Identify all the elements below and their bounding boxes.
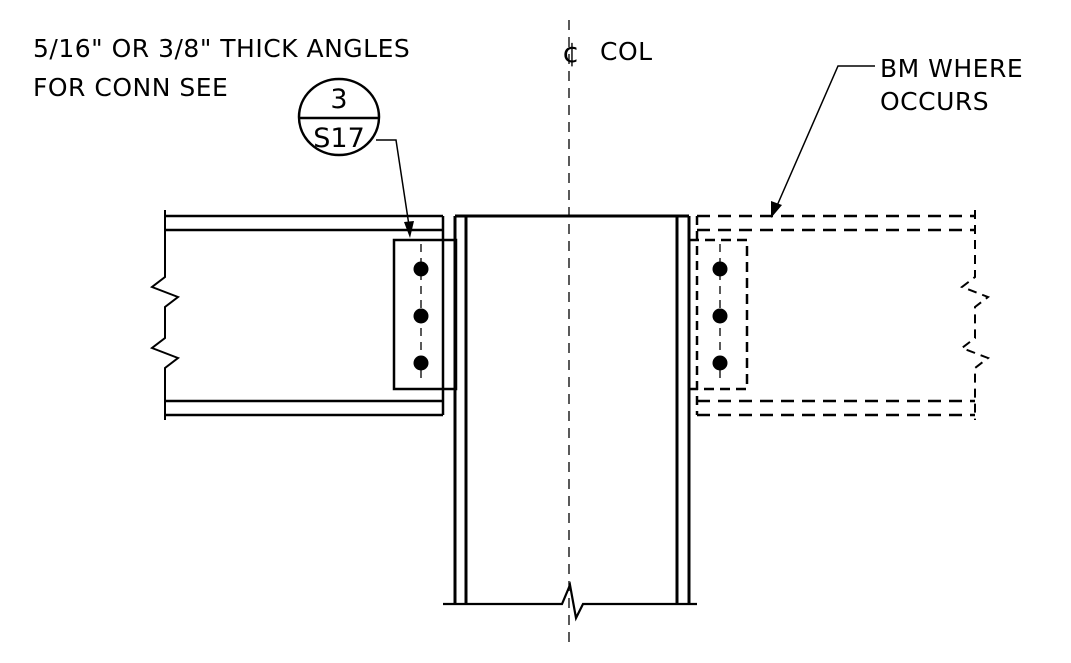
- column: [443, 214, 697, 622]
- left-connection-angle: [392, 238, 458, 391]
- angles-note-line2: FOR CONN SEE: [33, 73, 228, 102]
- bolt: [712, 308, 728, 324]
- right-connection-angle: [687, 238, 749, 391]
- angles-note-line1: 5/16" OR 3/8" THICK ANGLES: [33, 34, 410, 63]
- bolt: [413, 261, 429, 277]
- beam-note-line2: OCCURS: [880, 87, 989, 116]
- bubble-detail-number: 3: [330, 84, 347, 115]
- left-beam: [149, 210, 445, 420]
- centerline-label: COL: [600, 37, 653, 66]
- bolt: [712, 355, 728, 371]
- detail-callout-bubble[interactable]: 3 S17: [297, 77, 381, 157]
- right-beam-where-occurs: [695, 210, 991, 420]
- leader-angles: [376, 139, 414, 238]
- bolt: [413, 355, 429, 371]
- centerline-symbol: ¢: [562, 36, 580, 69]
- bolt: [712, 261, 728, 277]
- leader-beam: [771, 65, 875, 218]
- bolt: [413, 308, 429, 324]
- bubble-sheet-number: S17: [313, 123, 365, 154]
- beam-note-line1: BM WHERE: [880, 54, 1023, 83]
